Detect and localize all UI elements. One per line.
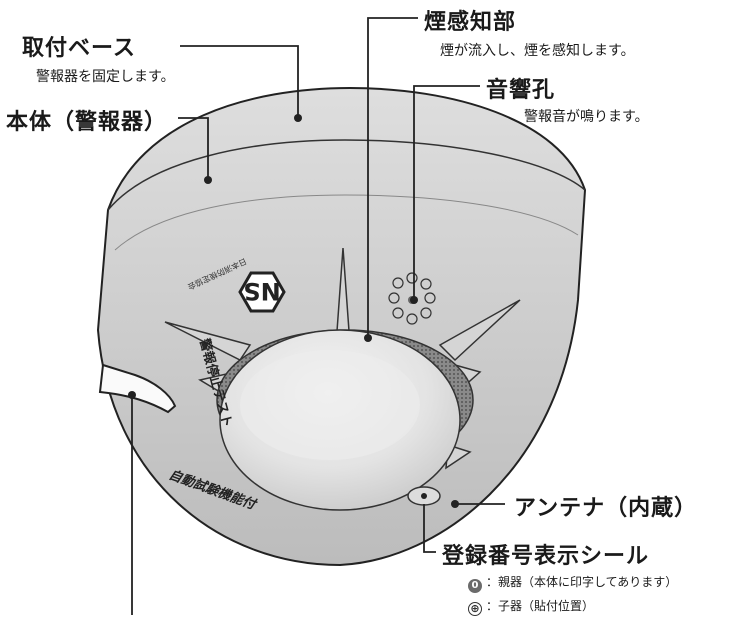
body-title: 本体（警報器） xyxy=(6,110,168,135)
base-desc: 警報器を固定します。 xyxy=(36,69,175,85)
child-text: ：子器（貼付位置） xyxy=(486,599,595,613)
certification-mark: NS xyxy=(238,271,286,313)
sound-hole-title: 音響孔 xyxy=(486,78,556,103)
smoke-sensor-desc: 煙が流入し、煙を感知します。 xyxy=(440,43,635,59)
registration-parent-line: 0 ：親器（本体に印字してあります） xyxy=(468,573,677,593)
sound-hole-desc: 警報音が鳴ります。 xyxy=(524,109,649,125)
parent-number-icon: 0 xyxy=(468,579,482,593)
registration-seal-title: 登録番号表示シール xyxy=(442,544,650,569)
smoke-sensor-title: 煙感知部 xyxy=(424,10,517,35)
antenna-title: アンテナ（内蔵） xyxy=(514,496,698,521)
child-position-icon: ⊕ xyxy=(468,602,482,616)
registration-child-line: ⊕ ：子器（貼付位置） xyxy=(468,597,594,616)
pull-tab xyxy=(98,363,177,414)
parent-text: ：親器（本体に印字してあります） xyxy=(486,575,678,589)
leader-lines xyxy=(131,17,505,615)
svg-text:NS: NS xyxy=(243,277,280,305)
base-title: 取付ベース xyxy=(22,36,136,61)
